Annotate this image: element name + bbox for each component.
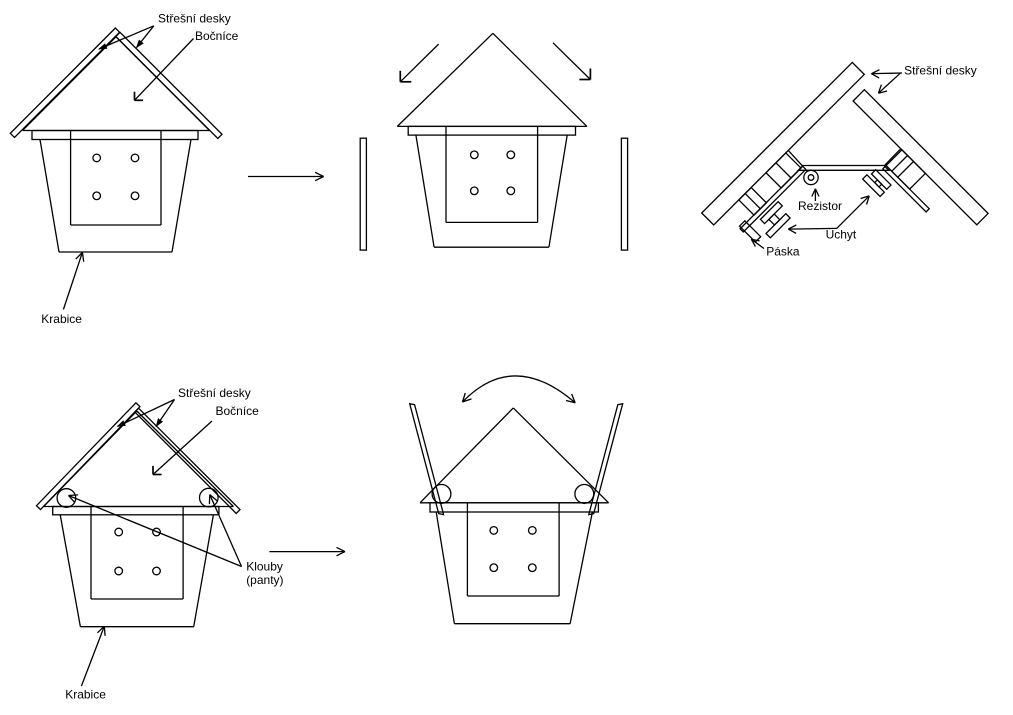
svg-text:Úchyt: Úchyt <box>826 226 857 241</box>
svg-text:Střešní desky: Střešní desky <box>158 11 231 25</box>
svg-text:Rezistor: Rezistor <box>798 199 842 213</box>
svg-text:Bočníce: Bočníce <box>216 404 260 418</box>
svg-text:(panty): (panty) <box>246 573 283 587</box>
svg-text:Bočníce: Bočníce <box>195 29 239 43</box>
svg-text:Krabice: Krabice <box>65 687 106 701</box>
svg-text:Klouby: Klouby <box>246 559 283 573</box>
svg-text:Krabice: Krabice <box>41 312 82 326</box>
svg-text:Střešní desky: Střešní desky <box>904 64 977 78</box>
svg-text:Střešní desky: Střešní desky <box>178 386 251 400</box>
svg-text:Páska: Páska <box>766 244 800 258</box>
